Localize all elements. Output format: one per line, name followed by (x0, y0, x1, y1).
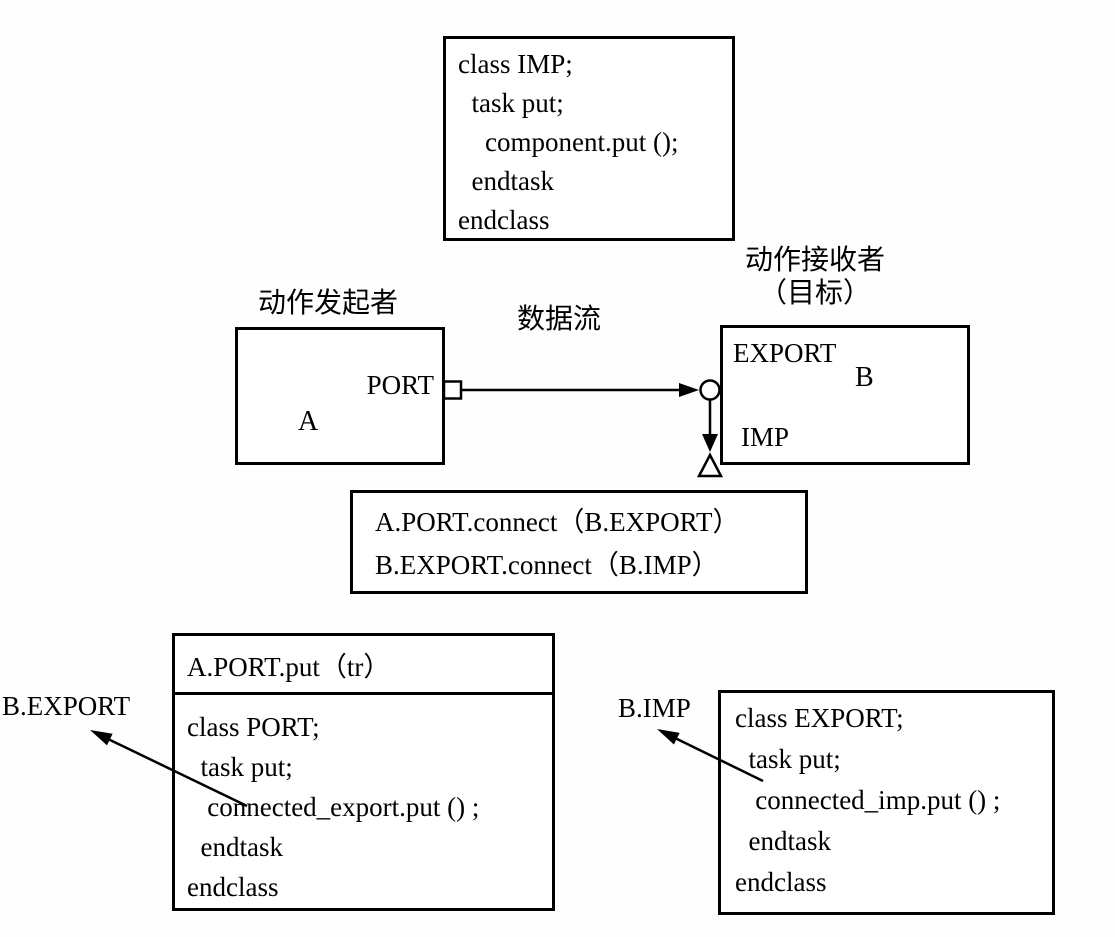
code-line: class PORT; (187, 712, 320, 742)
b-export-arrowhead (90, 730, 113, 746)
code-line: endclass (735, 867, 827, 897)
code-line: task put; (735, 744, 841, 774)
connect-statements-box: A.PORT.connect（B.EXPORT） B.EXPORT.connec… (350, 490, 808, 594)
component-a-name: A (298, 406, 319, 437)
export-circle-connector (699, 379, 721, 401)
b-imp-arrowhead (657, 729, 680, 745)
port-box-body: class PORT; task put; connected_export.p… (175, 695, 552, 907)
export-class-code-box: class EXPORT; task put; connected_imp.pu… (718, 690, 1055, 915)
code-line: connected_export.put () ; (187, 792, 480, 822)
imp-class-code-box: class IMP; task put; component.put (); e… (443, 36, 735, 241)
port-box-header: A.PORT.put（tr） (175, 636, 552, 695)
code-line: B.EXPORT.connect（B.IMP） (375, 550, 719, 580)
code-line: connected_imp.put () ; (735, 785, 1001, 815)
code-line: class IMP; (458, 49, 573, 79)
code-line: endclass (458, 205, 550, 235)
component-b-box: EXPORT B IMP (720, 325, 970, 465)
initiator-label: 动作发起者 (258, 288, 399, 319)
code-line: endclass (187, 872, 279, 902)
port-square-connector (442, 380, 463, 400)
export-to-imp-arrowhead (702, 434, 718, 452)
receiver-label-line2: （目标） (758, 278, 871, 309)
imp-label: IMP (741, 422, 790, 452)
receiver-label-line1: 动作接收者 (744, 245, 885, 276)
b-export-reference-label: B.EXPORT (2, 691, 131, 721)
component-b-name: B (855, 362, 874, 393)
code-line: A.PORT.connect（B.EXPORT） (375, 507, 740, 537)
dataflow-arrowhead (679, 383, 699, 397)
export-label: EXPORT (733, 338, 837, 368)
code-line: task put; (187, 752, 293, 782)
code-line: task put; (458, 88, 564, 118)
code-line: endtask (187, 832, 283, 862)
code-line: component.put (); (458, 127, 679, 157)
receiver-label: 动作接收者 （目标） (735, 244, 895, 310)
code-line: endtask (458, 166, 554, 196)
code-line: class EXPORT; (735, 703, 904, 733)
code-line: endtask (735, 826, 831, 856)
imp-triangle-connector (696, 452, 724, 478)
port-class-code-box: A.PORT.put（tr） class PORT; task put; con… (172, 633, 555, 911)
component-a-box: PORT A (235, 327, 445, 465)
port-label: PORT (366, 370, 434, 400)
b-imp-reference-label: B.IMP (618, 693, 691, 723)
dataflow-label: 数据流 (517, 304, 602, 335)
